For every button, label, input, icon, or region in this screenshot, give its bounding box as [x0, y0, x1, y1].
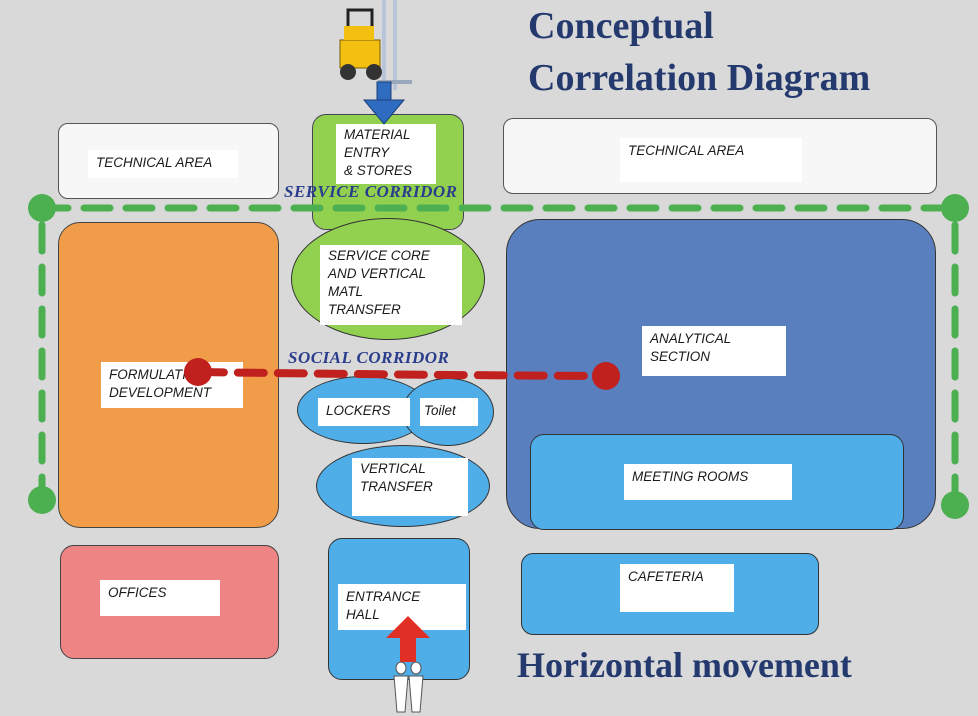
service-corridor-line — [38, 204, 959, 499]
analytical-section-label: ANALYTICAL SECTION — [642, 326, 786, 376]
service-corridor-node-top-right — [941, 194, 969, 222]
social-corridor-node-right — [592, 362, 620, 390]
vertical-transfer-label: VERTICAL TRANSFER — [352, 458, 468, 516]
social-corridor-line — [194, 368, 610, 380]
material-entry-label: MATERIAL ENTRY & STORES — [336, 124, 436, 184]
forklift-icon — [339, 0, 412, 90]
service-corridor-node-bottom-left — [28, 486, 56, 514]
diagram-title-line-1: Conceptual — [528, 5, 714, 47]
toilet-label: Toilet — [420, 398, 478, 426]
cafeteria-label: CAFETERIA — [620, 564, 734, 612]
material-entry-arrow-icon — [362, 81, 406, 125]
offices-label: OFFICES — [100, 580, 220, 616]
meeting-rooms-label: MEETING ROOMS — [624, 464, 792, 500]
service-core-label: SERVICE CORE AND VERTICAL MATL TRANSFER — [320, 245, 462, 325]
service-corridor-label: SERVICE CORRIDOR — [284, 182, 458, 201]
technical-area-left-label: TECHNICAL AREA — [88, 150, 238, 178]
people-icon — [393, 661, 424, 713]
service-corridor-node-bottom-right — [941, 491, 969, 519]
social-corridor-node-left — [184, 358, 212, 386]
technical-area-right-label: TECHNICAL AREA — [620, 138, 802, 182]
diagram-title-line-2: Correlation Diagram — [528, 57, 871, 99]
entrance-arrow-icon — [386, 616, 430, 662]
service-corridor-node-top-left — [28, 194, 56, 222]
social-corridor-label: SOCIAL CORRIDOR — [288, 348, 450, 367]
lockers-label: LOCKERS — [318, 398, 410, 426]
horizontal-movement-title: Horizontal movement — [517, 645, 852, 685]
